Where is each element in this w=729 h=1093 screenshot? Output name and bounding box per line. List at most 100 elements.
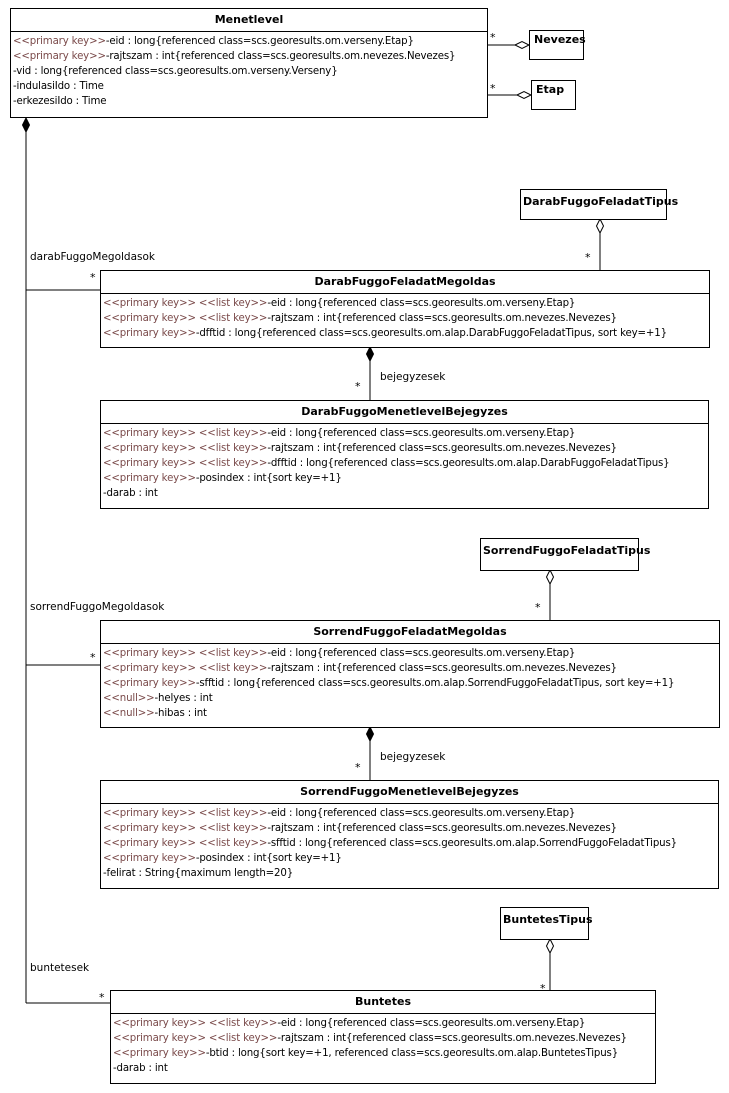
divider [111,1013,655,1014]
role-label-bejegyzesek-darab: bejegyzesek [380,371,446,383]
class-sorrendfuggofeladatmegoldas[interactable]: SorrendFuggoFeladatMegoldas <<primary ke… [100,620,720,728]
attribute-text: -posindex : int{sort key=+1} [195,473,342,484]
attribute-row: <<primary key>>-posindex : int{sort key=… [103,851,716,866]
class-darabfuggofeladatmegoldas[interactable]: DarabFuggoFeladatMegoldas <<primary key>… [100,270,710,348]
multiplicity-nevezes: * [490,31,496,44]
divider [11,31,487,32]
attribute-row: <<primary key>> <<list key>>-eid : long{… [103,806,716,821]
composition-diamond-sorrend [365,725,375,743]
class-title: BuntetesTipus [503,913,593,926]
role-label-buntetesek: buntetesek [30,962,90,974]
attribute-row: <<primary key>> <<list key>>-dfftid : lo… [103,456,706,471]
attribute-row: -vid : long{referenced class=scs.georesu… [13,64,485,79]
class-buntetestipus[interactable]: BuntetesTipus [500,907,593,940]
attribute-text: -erkezesiIdo : Time [13,96,107,107]
attribute-row: <<primary key>> <<list key>>-eid : long{… [113,1016,653,1031]
multiplicity-bejegyzesek-darab: * [355,380,361,393]
multiplicity-darabtipus: * [585,251,591,264]
multiplicity-etap: * [490,82,496,95]
attribute-stereotype: <<primary key>> <<list key>> [103,298,268,309]
role-label-bejegyzesek-sorrend: bejegyzesek [380,751,446,763]
class-darabfuggofeladattipus[interactable]: DarabFuggoFeladatTipus [520,189,678,220]
attribute-stereotype: <<primary key>> [103,328,196,339]
aggregation-diamond-nevezes [513,40,531,50]
attribute-text: -rajtszam : int{referenced class=scs.geo… [105,51,456,62]
attribute-text: -sfftid : long{referenced class=scs.geor… [195,678,675,689]
attribute-text: -eid : long{referenced class=scs.georesu… [267,808,576,819]
attribute-stereotype: <<primary key>> <<list key>> [103,458,268,469]
attribute-text: -rajtszam : int{referenced class=scs.geo… [267,313,617,324]
class-menetlevel[interactable]: Menetlevel <<primary key>>-eid : long{re… [10,8,488,118]
attribute-list: <<primary key>> <<list key>>-eid : long{… [111,1014,655,1078]
attribute-text: -darab : int [103,488,158,499]
attribute-text: -helyes : int [154,693,213,704]
attribute-row: -darab : int [103,486,706,501]
class-nevezes[interactable]: Nevezes [529,30,586,60]
attribute-text: -darab : int [113,1063,168,1074]
attribute-row: <<primary key>> <<list key>>-rajtszam : … [113,1031,653,1046]
class-title: Nevezes [534,33,586,46]
attribute-row: <<primary key>>-sfftid : long{referenced… [103,676,717,691]
attribute-row: -erkezesiIdo : Time [13,94,485,109]
attribute-stereotype: <<primary key>> <<list key>> [103,808,268,819]
attribute-stereotype: <<primary key>> [103,678,196,689]
attribute-text: -posindex : int{sort key=+1} [195,853,342,864]
attribute-row: <<primary key>> <<list key>>-eid : long{… [103,426,706,441]
attribute-stereotype: <<primary key>> [13,36,106,47]
class-title: Buntetes [354,995,412,1008]
attribute-list: <<primary key>> <<list key>>-eid : long{… [101,644,719,723]
class-etap[interactable]: Etap [531,80,576,110]
attribute-stereotype: <<primary key>> <<list key>> [103,428,268,439]
class-sorrendfuggomenetlevelbejegyzes[interactable]: SorrendFuggoMenetlevelBejegyzes <<primar… [100,780,719,889]
class-title: Etap [536,83,565,96]
attribute-text: -rajtszam : int{referenced class=scs.geo… [267,443,617,454]
attribute-text: -dfftid : long{referenced class=scs.geor… [267,458,670,469]
attribute-stereotype: <<primary key>> <<list key>> [113,1033,278,1044]
attribute-stereotype: <<primary key>> [113,1048,206,1059]
attribute-row: <<primary key>> <<list key>>-rajtszam : … [103,441,706,456]
divider [101,803,718,804]
divider [101,643,719,644]
attribute-stereotype: <<primary key>> <<list key>> [103,648,268,659]
attribute-row: <<primary key>>-btid : long{sort key=+1,… [113,1046,653,1061]
attribute-text: -rajtszam : int{referenced class=scs.geo… [267,663,617,674]
class-title: DarabFuggoMenetlevelBejegyzes [301,405,508,418]
attribute-row: <<null>>-helyes : int [103,691,717,706]
aggregation-diamond-etap [515,90,533,100]
class-title: DarabFuggoFeladatTipus [523,195,679,208]
attribute-stereotype: <<primary key>> [103,473,196,484]
divider [101,423,708,424]
multiplicity-buntetesek: * [99,991,105,1004]
role-label-sorrendfuggomegoldasok: sorrendFuggoMegoldasok [30,601,165,613]
class-title: SorrendFuggoMenetlevelBejegyzes [300,785,519,798]
attribute-list: <<primary key>>-eid : long{referenced cl… [11,32,487,111]
class-buntetes[interactable]: Buntetes <<primary key>> <<list key>>-ei… [110,990,656,1084]
attribute-stereotype: <<null>> [103,693,155,704]
attribute-text: -vid : long{referenced class=scs.georesu… [13,66,338,77]
class-sorrendfuggofeladattipus[interactable]: SorrendFuggoFeladatTipus [480,538,650,571]
multiplicity-sorrendtipus: * [535,601,541,614]
attribute-text: -dfftid : long{referenced class=scs.geor… [195,328,667,339]
attribute-stereotype: <<primary key>> <<list key>> [103,838,268,849]
attribute-row: <<primary key>>-posindex : int{sort key=… [103,471,706,486]
aggregation-diamond-darabtipus [595,217,605,235]
attribute-text: -rajtszam : int{referenced class=scs.geo… [277,1033,627,1044]
attribute-row: <<null>>-hibas : int [103,706,717,721]
attribute-text: -eid : long{referenced class=scs.georesu… [267,298,576,309]
class-darabfuggomenetlevelbejegyzes[interactable]: DarabFuggoMenetlevelBejegyzes <<primary … [100,400,709,509]
attribute-row: <<primary key>> <<list key>>-rajtszam : … [103,661,717,676]
class-title: Menetlevel [214,13,284,26]
attribute-text: -btid : long{sort key=+1, referenced cla… [205,1048,619,1059]
attribute-text: -hibas : int [154,708,208,719]
attribute-stereotype: <<primary key>> [103,853,196,864]
aggregation-diamond-buntetestipus [545,937,555,955]
divider [101,293,709,294]
attribute-stereotype: <<primary key>> <<list key>> [103,663,268,674]
multiplicity-bejegyzesek-sorrend: * [355,761,361,774]
class-title: SorrendFuggoFeladatTipus [483,544,651,557]
attribute-text: -eid : long{referenced class=scs.georesu… [267,648,576,659]
multiplicity-sorrendfuggomegoldasok: * [90,651,96,664]
attribute-text: -felirat : String{maximum length=20} [103,868,294,879]
role-label-darabfuggomegoldasok: darabFuggoMegoldasok [30,251,155,263]
